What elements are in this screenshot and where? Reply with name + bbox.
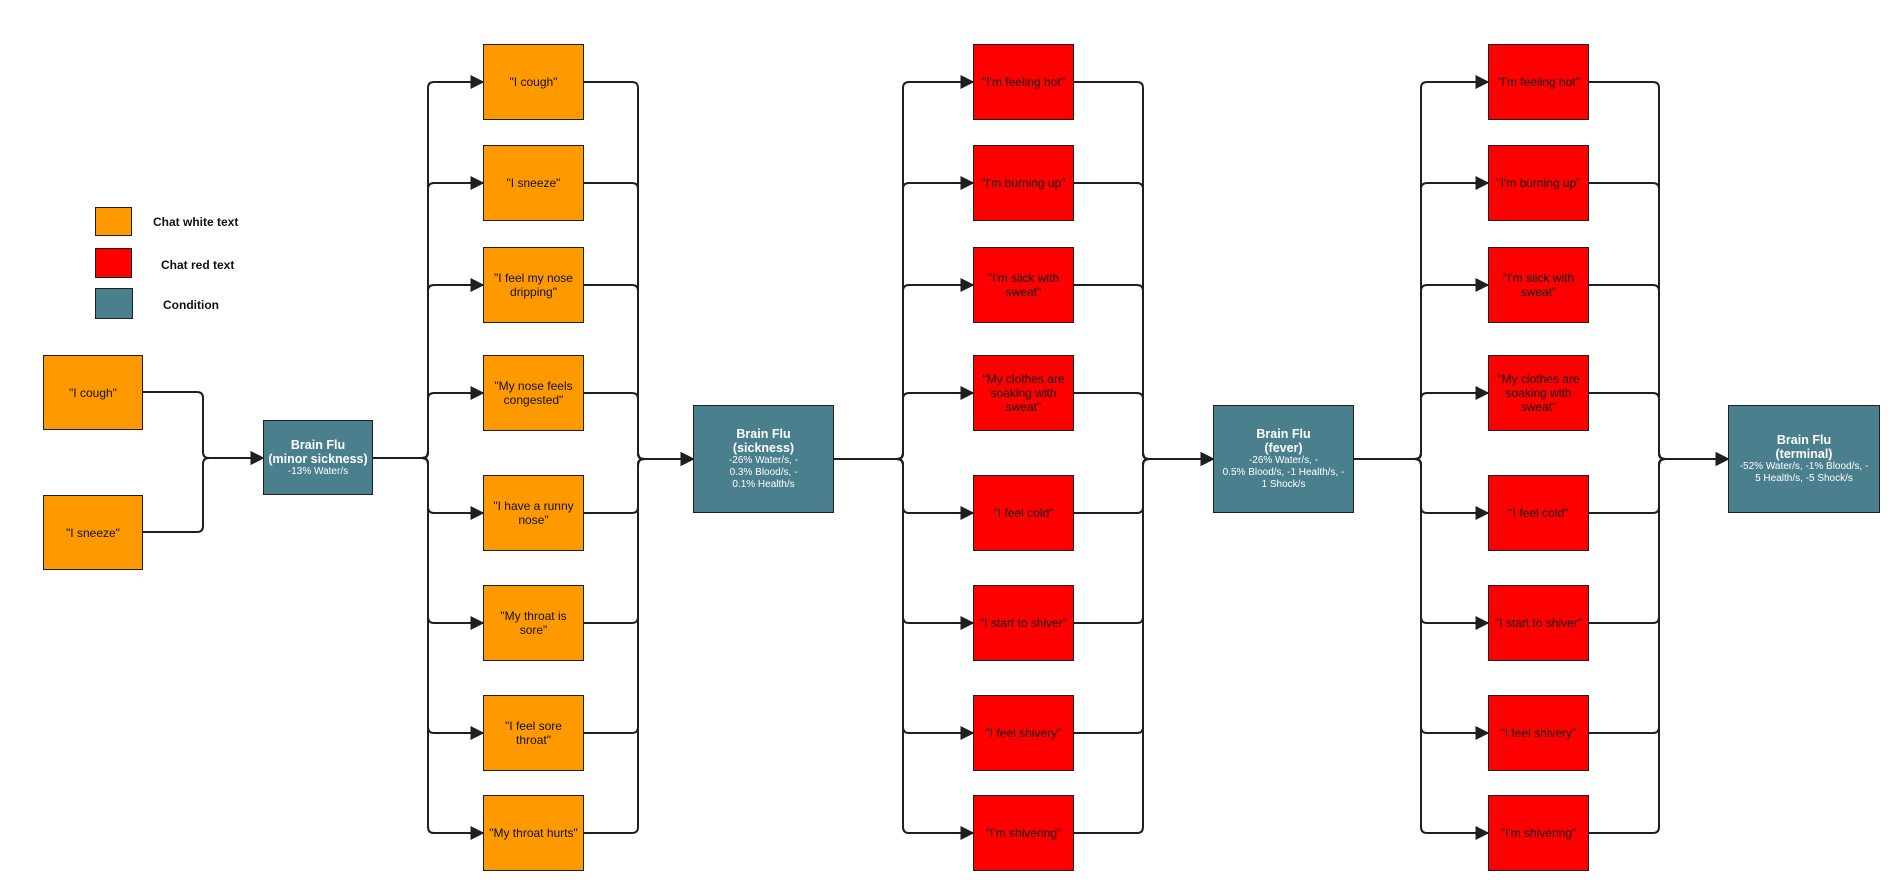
connector-arrow bbox=[143, 391, 265, 465]
condition-stage-fever: Brain Flu (fever) -26% Water/s, - 0.5% B… bbox=[1213, 405, 1354, 513]
chat-red-message-box: "I'm feeling hot" bbox=[1488, 44, 1589, 120]
chat-red-message-box: "I'm shivering" bbox=[1488, 795, 1589, 871]
condition-title: Brain Flu (terminal) bbox=[1775, 433, 1833, 461]
chat-message-text: "My clothes are soaking with sweat" bbox=[1497, 372, 1580, 414]
connector-arrow bbox=[834, 386, 975, 460]
entry-message-box: "I sneeze" bbox=[43, 495, 143, 570]
connector-arrow bbox=[834, 458, 975, 840]
chat-message-text: "I'm burning up" bbox=[1496, 176, 1581, 190]
condition-title: Brain Flu (minor sickness) bbox=[268, 437, 368, 466]
chat-message-text: "I start to shiver" bbox=[979, 616, 1068, 630]
chat-white-message-box: "My throat is sore" bbox=[483, 585, 584, 661]
chat-red-message-box: "I'm burning up" bbox=[973, 145, 1074, 221]
chat-message-text: "I feel sore throat" bbox=[505, 719, 562, 747]
entry-message-box: "I cough" bbox=[43, 355, 143, 430]
chat-red-message-box: "I'm slick with sweat" bbox=[1488, 247, 1589, 323]
legend-label-condition: Condition bbox=[163, 298, 219, 312]
chat-message-text: "I'm shivering" bbox=[1500, 826, 1577, 840]
condition-stats: -26% Water/s, - 0.3% Blood/s, - 0.1% Hea… bbox=[728, 455, 799, 490]
chat-red-message-box: "I'm slick with sweat" bbox=[973, 247, 1074, 323]
chat-message-text: "I'm slick with sweat" bbox=[1502, 271, 1575, 299]
connector-arrow bbox=[1074, 452, 1215, 834]
chat-message-text: "I have a runny nose" bbox=[493, 499, 574, 527]
connector-arrow bbox=[373, 386, 485, 459]
chat-message-text: "I feel cold" bbox=[1508, 506, 1569, 520]
entry-message-text: "I cough" bbox=[69, 385, 117, 400]
chat-message-text: "My clothes are soaking with sweat" bbox=[982, 372, 1065, 414]
connector-arrow bbox=[1074, 392, 1215, 466]
legend-label-chat-red: Chat red text bbox=[161, 258, 235, 272]
connector-arrow bbox=[143, 451, 265, 533]
chat-message-text: "My throat is sore" bbox=[500, 609, 567, 637]
chat-message-text: "I feel my nose dripping" bbox=[494, 271, 573, 299]
condition-stats: -52% Water/s, -1% Blood/s, - 5 Health/s,… bbox=[1739, 461, 1869, 484]
chat-white-message-box: "I sneeze" bbox=[483, 145, 584, 221]
connector-arrow bbox=[1589, 452, 1730, 834]
chat-white-message-box: "My nose feels congested" bbox=[483, 355, 584, 431]
chat-message-text: "I'm feeling hot" bbox=[982, 75, 1065, 89]
condition-stats: -13% Water/s bbox=[287, 465, 349, 477]
chat-red-message-box: "I'm feeling hot" bbox=[973, 44, 1074, 120]
legend-swatch-chat-white bbox=[95, 207, 132, 236]
chat-message-text: "I'm burning up" bbox=[981, 176, 1066, 190]
connector-arrow bbox=[584, 452, 695, 834]
chat-red-message-box: "My clothes are soaking with sweat" bbox=[973, 355, 1074, 431]
chat-message-text: "I'm feeling hot" bbox=[1497, 75, 1580, 89]
chat-white-message-box: "I feel my nose dripping" bbox=[483, 247, 584, 323]
entry-message-text: "I sneeze" bbox=[66, 525, 120, 540]
chat-white-message-box: "My throat hurts" bbox=[483, 795, 584, 871]
connector-arrow bbox=[1589, 392, 1730, 466]
legend-swatch-condition bbox=[95, 288, 133, 319]
chat-message-text: "I'm shivering" bbox=[985, 826, 1062, 840]
connector-arrow bbox=[584, 392, 695, 466]
chat-red-message-box: "I feel cold" bbox=[1488, 475, 1589, 551]
chat-message-text: "I feel cold" bbox=[993, 506, 1054, 520]
chat-red-message-box: "I feel shivery" bbox=[1488, 695, 1589, 771]
chat-message-text: "I start to shiver" bbox=[1494, 616, 1583, 630]
chat-message-text: "My throat hurts" bbox=[489, 826, 578, 840]
chat-red-message-box: "I'm burning up" bbox=[1488, 145, 1589, 221]
chat-red-message-box: "I feel shivery" bbox=[973, 695, 1074, 771]
chat-white-message-box: "I cough" bbox=[483, 44, 584, 120]
condition-stats: -26% Water/s, - 0.5% Blood/s, -1 Health/… bbox=[1222, 455, 1345, 490]
condition-title: Brain Flu (fever) bbox=[1256, 427, 1311, 455]
connector-arrow bbox=[1354, 458, 1490, 840]
connector-arrow bbox=[373, 457, 485, 840]
legend-label-chat-white: Chat white text bbox=[153, 215, 239, 229]
condition-title: Brain Flu (sickness) bbox=[732, 427, 795, 455]
chat-message-text: "I cough" bbox=[509, 75, 558, 89]
chat-red-message-box: "I start to shiver" bbox=[973, 585, 1074, 661]
chat-red-message-box: "I feel cold" bbox=[973, 475, 1074, 551]
chat-red-message-box: "I'm shivering" bbox=[973, 795, 1074, 871]
chat-message-text: "I sneeze" bbox=[506, 176, 561, 190]
chat-white-message-box: "I feel sore throat" bbox=[483, 695, 584, 771]
chat-message-text: "I'm slick with sweat" bbox=[987, 271, 1060, 299]
chat-message-text: "I feel shivery" bbox=[1500, 726, 1577, 740]
chat-message-text: "My nose feels congested" bbox=[494, 379, 573, 407]
condition-stage-terminal: Brain Flu (terminal) -52% Water/s, -1% B… bbox=[1728, 405, 1880, 513]
chat-white-message-box: "I have a runny nose" bbox=[483, 475, 584, 551]
chat-red-message-box: "My clothes are soaking with sweat" bbox=[1488, 355, 1589, 431]
legend-swatch-chat-red bbox=[95, 248, 132, 278]
chat-message-text: "I feel shivery" bbox=[985, 726, 1062, 740]
condition-stage-sickness: Brain Flu (sickness) -26% Water/s, - 0.3… bbox=[693, 405, 834, 513]
connector-arrow bbox=[1354, 386, 1490, 460]
chat-red-message-box: "I start to shiver" bbox=[1488, 585, 1589, 661]
condition-stage-minor-sickness: Brain Flu (minor sickness) -13% Water/s bbox=[263, 420, 373, 495]
